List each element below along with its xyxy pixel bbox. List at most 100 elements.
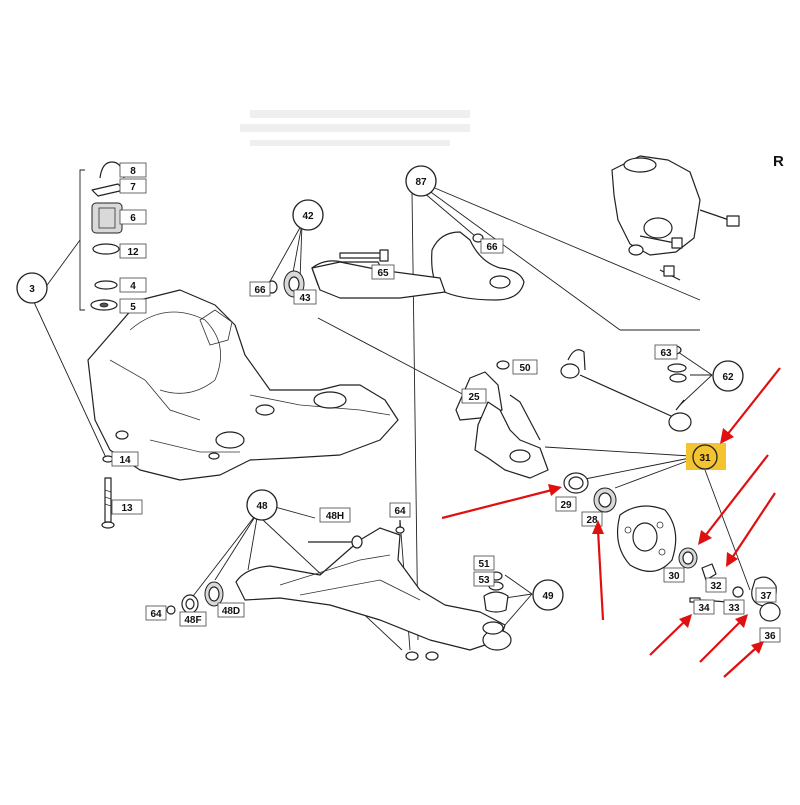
box-25: 25: [461, 388, 487, 404]
svg-text:28: 28: [586, 515, 598, 526]
box-48H: 48H: [319, 507, 351, 523]
box-64-lower-left: 64: [145, 605, 167, 621]
box-6: 6: [119, 209, 147, 225]
red-arrow-to-34: [649, 614, 692, 656]
svg-text:48D: 48D: [222, 606, 240, 617]
callout-62: 62: [712, 360, 744, 392]
box-64-lower-right: 64: [389, 502, 411, 518]
leader-lines: [32, 169, 751, 651]
red-arrows: [441, 367, 781, 678]
svg-text:48F: 48F: [184, 615, 201, 626]
svg-text:32: 32: [710, 581, 722, 592]
plate-part-7: [91, 183, 125, 197]
box-14: 14: [111, 451, 139, 467]
svg-text:66: 66: [254, 285, 266, 296]
hub-components: [563, 472, 781, 622]
front-subframe: [87, 289, 399, 481]
svg-text:48H: 48H: [326, 511, 344, 522]
svg-text:43: 43: [299, 293, 311, 304]
svg-text:64: 64: [150, 609, 162, 620]
callout-42-label: 42: [302, 211, 314, 222]
red-arrow-to-31: [720, 367, 781, 444]
box-66-top: 66: [480, 238, 504, 254]
svg-text:34: 34: [698, 603, 710, 614]
svg-text:29: 29: [560, 500, 572, 511]
box-53: 53: [473, 571, 495, 587]
box-37: 37: [755, 587, 777, 603]
svg-text:30: 30: [668, 571, 680, 582]
svg-text:8: 8: [130, 166, 136, 177]
svg-text:51: 51: [478, 559, 490, 570]
box-7: 7: [119, 178, 147, 194]
callout-31-label: 31: [699, 453, 711, 464]
callout-48: 48: [246, 489, 278, 521]
svg-text:13: 13: [121, 503, 133, 514]
washer-part-12: [92, 243, 120, 255]
box-48F: 48F: [179, 611, 207, 627]
boxed-labels: 8 7 6 12 4 5 66 43 65 66 50 25 63 14 13 …: [111, 162, 781, 643]
box-51: 51: [473, 555, 495, 571]
svg-text:64: 64: [394, 506, 406, 517]
washer-part-4: [94, 280, 118, 290]
box-34: 34: [693, 599, 715, 615]
svg-text:5: 5: [130, 302, 136, 313]
callout-31-highlighted: 31: [686, 443, 726, 470]
callout-42: 42: [292, 199, 324, 231]
box-30: 30: [663, 567, 685, 583]
callout-3: 3: [16, 272, 48, 304]
box-32: 32: [705, 577, 727, 593]
steering-gearbox: [611, 155, 740, 281]
svg-text:25: 25: [468, 392, 480, 403]
callout-49: 49: [532, 579, 564, 611]
steering-knuckle: [455, 360, 549, 479]
box-33: 33: [723, 599, 745, 615]
red-arrow-to-30: [698, 454, 769, 545]
box-65: 65: [371, 264, 395, 280]
tie-rod-assembly: [560, 345, 692, 432]
box-13: 13: [111, 499, 143, 515]
corner-label: R: [773, 153, 784, 170]
box-63: 63: [654, 344, 678, 360]
lower-control-arm: [166, 520, 512, 651]
box-4: 4: [119, 277, 147, 293]
box-66-upper: 66: [249, 281, 271, 297]
callout-3-label: 3: [29, 284, 35, 295]
svg-text:36: 36: [764, 631, 776, 642]
svg-text:37: 37: [760, 591, 772, 602]
bushing-part-6: [91, 202, 123, 234]
svg-text:53: 53: [478, 575, 490, 586]
box-50: 50: [512, 359, 538, 375]
box-29: 29: [555, 496, 577, 512]
svg-text:6: 6: [130, 213, 136, 224]
svg-text:66: 66: [486, 242, 498, 253]
box-5: 5: [119, 298, 147, 314]
callout-62-label: 62: [722, 372, 734, 383]
svg-text:12: 12: [127, 247, 139, 258]
svg-text:7: 7: [130, 182, 136, 193]
svg-text:4: 4: [130, 281, 136, 292]
callout-87-label: 87: [415, 177, 427, 188]
box-12: 12: [119, 243, 147, 259]
box-48D: 48D: [217, 602, 245, 618]
svg-text:14: 14: [119, 455, 131, 466]
faint-background-text: [240, 110, 470, 146]
small-parts-stack: [90, 161, 125, 311]
callout-87: 87: [405, 165, 437, 197]
red-arrow-to-36: [723, 641, 764, 678]
red-arrow-to-29: [441, 484, 562, 520]
box-36: 36: [759, 627, 781, 643]
red-arrow-to-28: [592, 520, 605, 621]
callout-49-label: 49: [542, 591, 554, 602]
bolt-13: [101, 455, 115, 529]
svg-text:63: 63: [660, 348, 672, 359]
red-arrow-to-33: [699, 614, 748, 663]
callout-48-label: 48: [256, 501, 268, 512]
upper-control-arm: [311, 231, 525, 301]
svg-text:33: 33: [728, 603, 740, 614]
box-43: 43: [293, 289, 317, 305]
svg-text:50: 50: [519, 363, 531, 374]
box-8: 8: [119, 162, 147, 178]
svg-text:65: 65: [377, 268, 389, 279]
